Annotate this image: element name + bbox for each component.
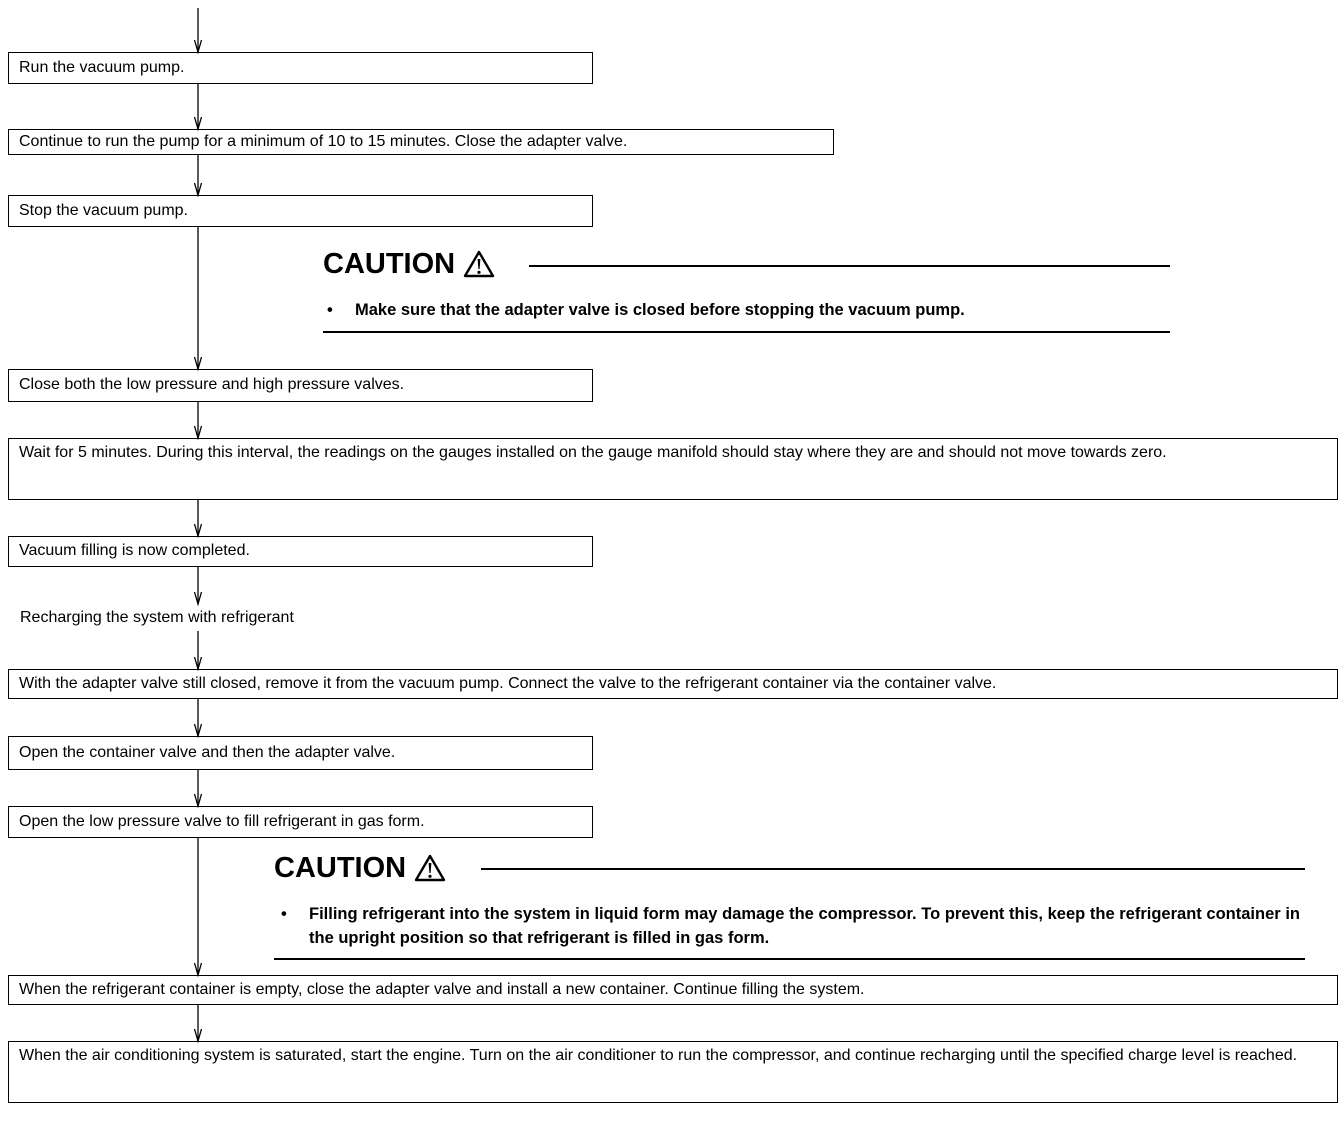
caution-text: Filling refrigerant into the system in l… <box>309 905 1300 947</box>
step-replace-container: When the refrigerant container is empty,… <box>8 975 1338 1005</box>
step-open-container-valve: Open the container valve and then the ad… <box>8 736 593 770</box>
step-stop-vacuum-pump: Stop the vacuum pump. <box>8 195 593 227</box>
caution-bullet-item: • Make sure that the adapter valve is cl… <box>327 298 1167 322</box>
caution-bullet-item: • Filling refrigerant into the system in… <box>281 902 1300 950</box>
caution-label: CAUTION <box>274 852 407 884</box>
warning-triangle-icon <box>414 854 446 882</box>
step-vacuum-filling-completed: Vacuum filling is now completed. <box>8 536 593 567</box>
warning-triangle-icon <box>463 250 495 278</box>
step-close-valves: Close both the low pressure and high pre… <box>8 369 593 402</box>
step-wait-five-minutes: Wait for 5 minutes. During this interval… <box>8 438 1338 500</box>
step-remove-adapter-valve: With the adapter valve still closed, rem… <box>8 669 1338 699</box>
caution-label: CAUTION <box>323 248 456 280</box>
step-open-low-pressure-valve: Open the low pressure valve to fill refr… <box>8 806 593 838</box>
caution-title: CAUTION <box>274 852 446 884</box>
caution-header-rule <box>481 868 1305 870</box>
section-heading-recharging: Recharging the system with refrigerant <box>20 609 294 626</box>
caution-bottom-rule <box>274 958 1305 960</box>
bullet-dot: • <box>281 905 287 923</box>
bullet-dot: • <box>327 301 333 319</box>
caution-header-rule <box>529 265 1170 267</box>
step-continue-pump: Continue to run the pump for a minimum o… <box>8 129 834 155</box>
caution-text: Make sure that the adapter valve is clos… <box>355 301 965 319</box>
step-start-engine-recharge: When the air conditioning system is satu… <box>8 1041 1338 1103</box>
step-run-vacuum-pump: Run the vacuum pump. <box>8 52 593 84</box>
caution-title: CAUTION <box>323 248 495 280</box>
caution-bottom-rule <box>323 331 1170 333</box>
